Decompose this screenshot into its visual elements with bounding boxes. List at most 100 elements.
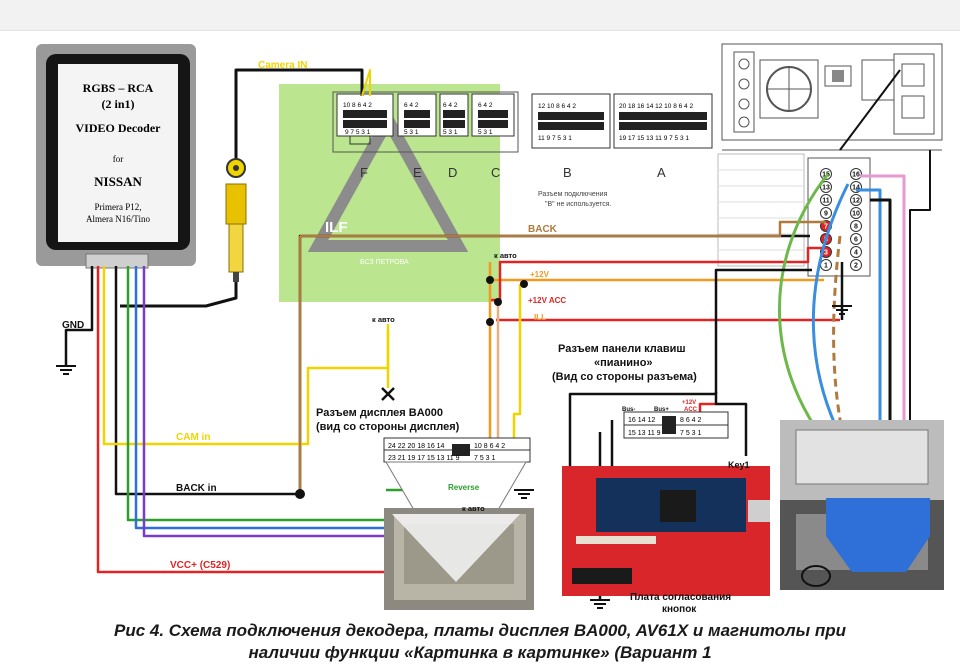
connector-F: 10 8 6 4 2 9 7 5 3 1 [336,93,394,145]
connector-C-top-pins: 6 4 2 [478,102,493,109]
connector-D: 6 4 2 5 3 1 [439,93,469,137]
connector-B-bottom-pins: 11 9 7 5 3 1 [538,135,572,142]
decoder-title: RGBS – RCA [83,81,154,95]
label-k-avto-3: к авто [462,504,485,513]
radio-pin-2 [850,259,862,271]
connector-label-E: E [413,165,422,180]
connector-label-F: F [360,165,368,180]
radio-pin-label-4: 4 [854,250,858,257]
connector-E-bottom-pins: 5 3 1 [404,129,419,136]
figure-caption: Рис 4. Схема подключения декодера, платы… [0,620,960,664]
interface-board-photo [562,466,770,596]
decoder-brand: NISSAN [94,174,142,189]
piano-pins-bottom-right: 7 5 3 1 [680,430,702,437]
radio-pin-label-8: 8 [854,224,858,231]
connector-C: 6 4 2 5 3 1 [471,93,515,137]
radio-pin-label-11: 11 [822,198,830,205]
label-acc-small-2: ACC [684,407,698,413]
decoder-for: for [113,154,124,164]
connector-E: 6 4 2 5 3 1 [397,93,437,137]
connector-D-bottom-pins: 5 3 1 [443,129,458,136]
radio-pin-16 [850,168,862,180]
radio-pin-label-7: 7 [824,224,828,231]
decoder-name: VIDEO Decoder [76,121,162,135]
radio-pin-label-12: 12 [852,198,860,205]
label-bus-minus: Bus- [622,407,635,413]
radio-pin-label-16: 16 [852,172,860,179]
junction-dot [520,280,528,288]
radio-pin-label-6: 6 [854,237,858,244]
radio-pin-4 [850,246,862,258]
label-back-in: BACK in [176,483,217,494]
ground-symbols [56,305,852,609]
piano-title-2: «пианино» [594,357,653,369]
caption-line-2: наличии функции «Картинка в картинке» (В… [248,643,712,662]
connector-F-bottom-pins: 9 7 5 3 1 [345,129,371,136]
radio-pin-label-14: 14 [852,185,860,192]
display-pins-top-left: 24 22 20 18 16 14 [388,443,445,450]
junction-dot [494,298,502,306]
label-cam-in: CAM in [176,432,210,443]
label-vcc: VCC+ (C529) [170,560,230,571]
display-pins-bottom-right: 7 5 3 1 [474,455,496,462]
label-camera-in: Camera IN [258,60,307,71]
connector-label-D: D [448,165,457,180]
radio-pin-11 [820,194,832,206]
watermark-triangle [307,107,469,252]
connector-F-top-pins: 10 8 6 4 2 [343,102,372,109]
junction-dot [295,489,305,499]
radio-pin-label-13: 13 [822,185,830,192]
connector-B: 12 10 8 6 4 2 11 9 7 5 3 1 [531,93,611,149]
radio-pin-label-2: 2 [854,263,858,270]
label-k-avto-2: к авто [372,315,395,324]
browser-toolbar [0,0,960,31]
video-decoder: RGBS – RCA (2 in1) VIDEO Decoder for NIS… [36,44,196,269]
board-label-1: Плата согласования [630,592,731,603]
piano-pins-top-left: 16 14 12 [628,417,655,424]
radio-pin-8 [850,220,862,232]
connector-A-top-pins: 20 18 16 14 12 10 8 6 4 2 [619,103,693,110]
radio-pin-15 [820,168,832,180]
connector-A: 20 18 16 14 12 10 8 6 4 2 19 17 15 13 11… [613,93,713,149]
piano-title-3: (Вид со стороны разъема) [552,371,697,383]
radio-pin-label-3: 3 [824,250,828,257]
label-k-avto-1: к авто [494,251,517,260]
label-back: BACK [528,224,558,235]
radio-unit-drawing [721,43,943,151]
label-key1: Key1 [728,460,750,470]
label-ill: ILL [534,313,546,322]
connector-B-top-pins: 12 10 8 6 4 2 [538,103,576,110]
display-pins-bottom-left: 23 21 19 17 15 13 11 9 [388,455,460,462]
display-board-photo [384,508,534,610]
watermark-ilf: ILF [325,219,348,236]
radio-pins-right: 16 14 12 10 8 6 4 2 [850,168,862,271]
radio-pin-6 [850,233,862,245]
connector-A-bottom-pins: 19 17 15 13 11 9 7 5 3 1 [619,135,689,142]
connector-D-top-pins: 6 4 2 [443,102,458,109]
label-acc: +12V ACC [528,296,566,305]
radio-pin-9 [820,207,832,219]
connector-B-note-2: "В" не используется. [545,201,612,208]
label-reverse: Reverse [448,483,480,492]
piano-pins-bottom-left: 15 13 11 9 [628,430,661,437]
radio-pin-label-9: 9 [824,211,828,218]
radio-pin-10 [850,207,862,219]
label-acc-small-1: +12V [682,400,696,406]
connector-E-top-pins: 6 4 2 [404,102,419,109]
label-gnd: GND [62,320,84,331]
radio-pin-label-10: 10 [852,211,860,218]
connector-label-A: A [657,165,666,180]
display-title-1: Разъем дисплея BA000 [316,407,443,419]
connector-B-note-1: Разъем подключения [538,191,608,198]
radio-pin-table [717,153,805,267]
watermark-petrova: БСЗ ПЕТРОВА [360,259,409,266]
decoder-subtitle: (2 in1) [102,97,135,111]
label-plus12: +12V [530,270,550,279]
label-bus-plus: Bus+ [654,407,669,413]
display-connector: 24 22 20 18 16 14 10 8 6 4 2 23 21 19 17… [383,437,531,463]
decoder-models-1: Primera P12, [95,202,142,212]
decoder-models-2: Almera N16/Tino [86,214,150,224]
display-title-2: (вид со стороны дисплея) [316,421,460,433]
radio-pin-12 [850,194,862,206]
